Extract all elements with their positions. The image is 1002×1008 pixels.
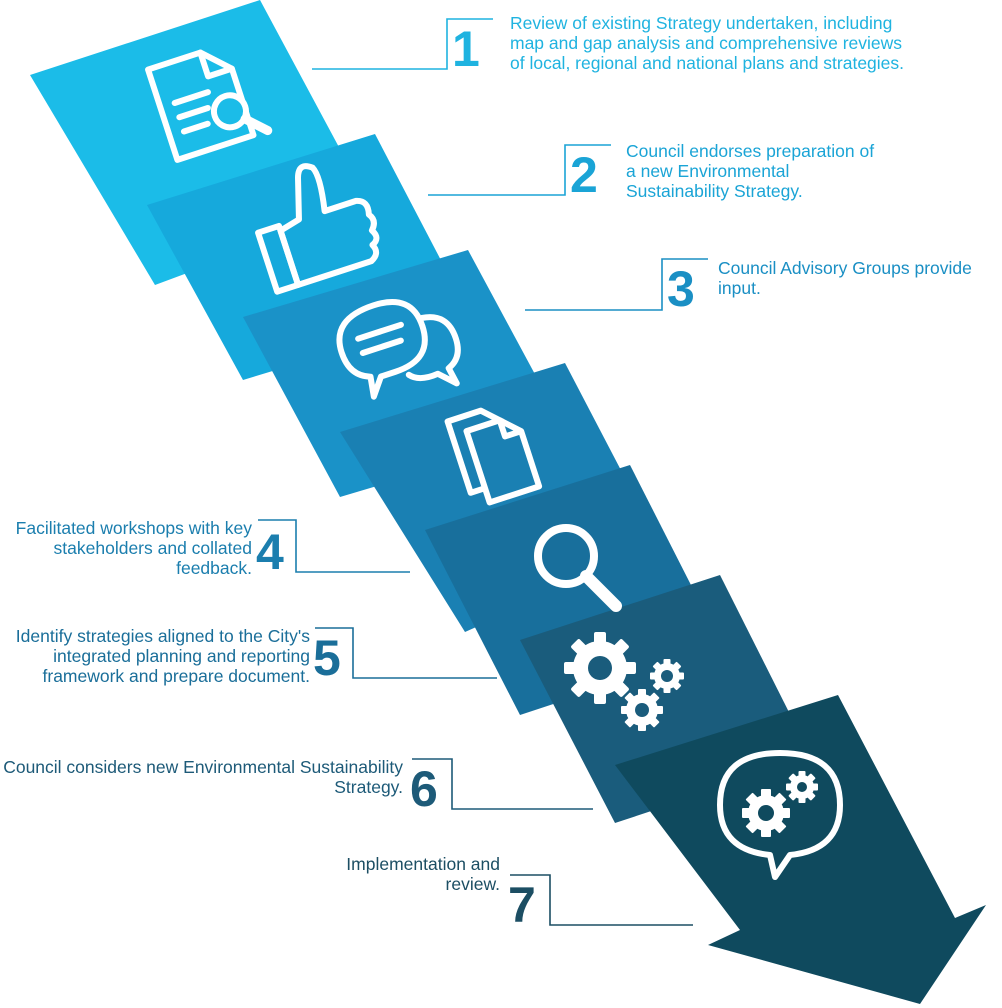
step-7-connector — [510, 874, 693, 926]
step-2-description: Council endorses preparation of a new En… — [626, 141, 875, 201]
step-1-description: Review of existing Strategy undertaken, … — [510, 13, 905, 73]
step-1-connector — [312, 18, 493, 70]
step-6-description: Council considers new Environmental Sust… — [3, 757, 403, 797]
step-4-number: 4 — [256, 524, 284, 580]
chat-bubbles-icon — [336, 299, 461, 400]
step-7-arrow — [615, 695, 986, 1004]
step-2-number: 2 — [570, 147, 598, 203]
step-1-number: 1 — [452, 21, 480, 77]
step-2-connector — [428, 144, 611, 196]
step-3-description: Council Advisory Groups provide input. — [718, 258, 972, 298]
magnifier-icon — [534, 524, 622, 612]
step-3-number: 3 — [667, 261, 695, 317]
step-5-number: 5 — [313, 630, 341, 686]
gears-icon — [564, 632, 684, 731]
step-5-connector — [315, 627, 497, 679]
step-7-number: 7 — [508, 877, 536, 933]
step-6-number: 6 — [410, 761, 438, 817]
step-5-description: Identify strategies aligned to the City'… — [15, 626, 310, 686]
documents-icon — [444, 407, 543, 506]
step-7-description: Implementation and review. — [346, 854, 500, 894]
step-6-connector — [412, 758, 593, 810]
step-4-description: Facilitated workshops with key stakehold… — [15, 518, 252, 578]
document-search-icon — [145, 49, 273, 163]
thumbs-up-icon — [255, 163, 380, 295]
gears-speech-bubble-icon — [717, 750, 843, 880]
step-3-connector — [525, 258, 708, 311]
step-4-connector — [258, 519, 410, 573]
